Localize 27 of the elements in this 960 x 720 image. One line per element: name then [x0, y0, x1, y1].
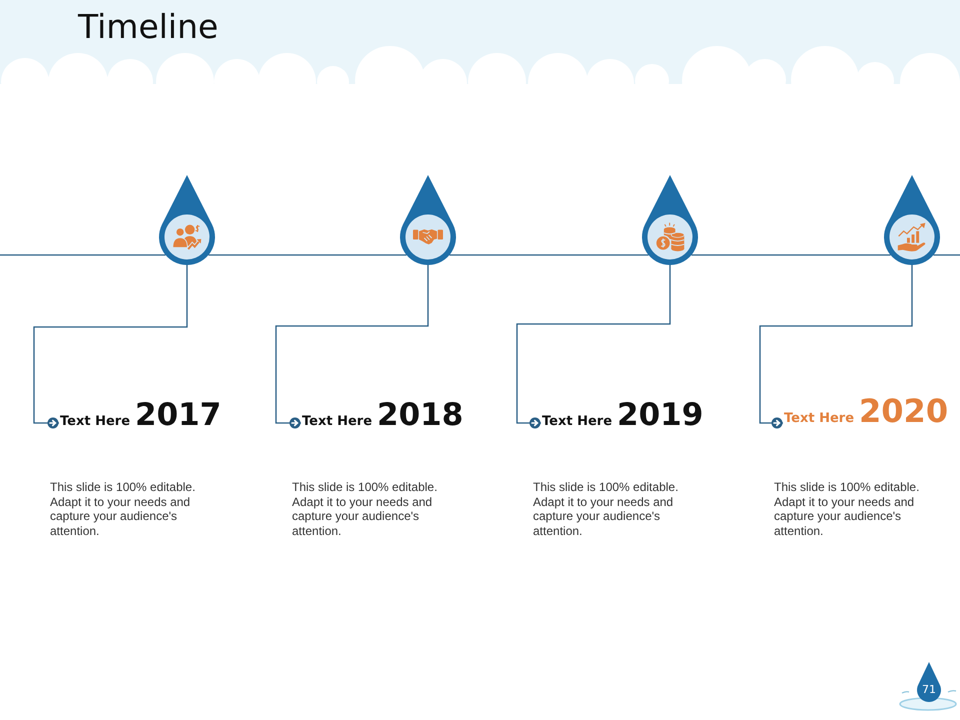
- connector-line: [275, 265, 429, 430]
- timeline-line: [933, 254, 960, 256]
- timeline-line: [691, 254, 891, 256]
- timeline-line: [208, 254, 407, 256]
- drop-marker: [884, 175, 940, 265]
- heading-text: Text Here: [60, 415, 130, 430]
- year-label: 2019: [617, 398, 704, 434]
- timeline-line: [0, 254, 166, 256]
- connector-line: [33, 265, 188, 430]
- connector-line: [516, 265, 671, 430]
- description-text: This slide is 100% editable. Adapt it to your needs and capture your audience's attention.: [292, 480, 438, 538]
- timeline-line: [449, 254, 649, 256]
- drop-marker: [642, 175, 698, 265]
- year-label: 2018: [377, 398, 464, 434]
- year-label: 2017: [135, 398, 222, 434]
- description-text: This slide is 100% editable. Adapt it to your needs and capture your audience's attention.: [50, 480, 196, 538]
- page-number: 71: [921, 683, 937, 697]
- year-label: 2020: [859, 393, 948, 430]
- heading-text: Text Here: [302, 415, 372, 430]
- drop-marker: [159, 175, 215, 265]
- description-text: This slide is 100% editable. Adapt it to your needs and capture your audience's attention.: [533, 480, 680, 538]
- connector-line: [759, 265, 913, 430]
- drop-marker: [400, 175, 456, 265]
- slide-title: Timeline: [78, 6, 218, 48]
- description-text: This slide is 100% editable. Adapt it to your needs and capture your audience's attention.: [774, 480, 920, 538]
- heading-text: Text Here: [542, 415, 612, 430]
- heading-text: Text Here: [784, 412, 854, 427]
